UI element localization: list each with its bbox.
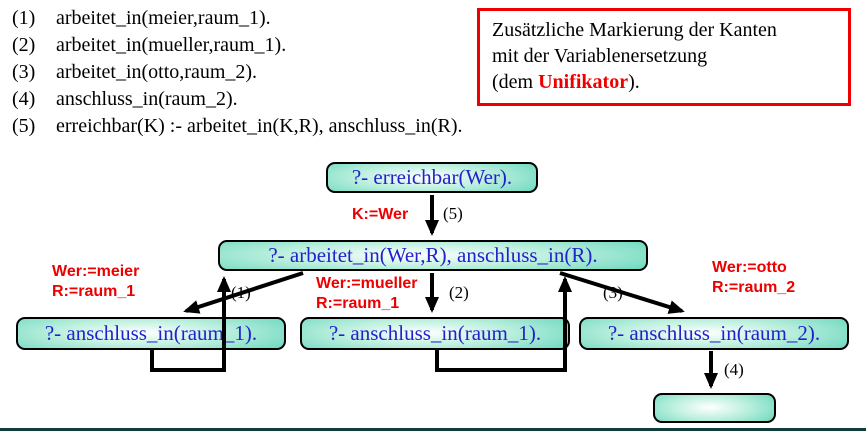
annotation-line-3-suffix: ).	[628, 71, 640, 93]
edge-5-substitution: K:=Wer	[352, 206, 409, 223]
edge-1-number: (1)	[231, 283, 251, 302]
slide-bottom-rule	[0, 428, 866, 431]
edge-3-number: (3)	[603, 283, 623, 302]
annotation-line-2: mit der Variablenersetzung	[492, 45, 708, 67]
node-resolved-goal: ?- arbeitet_in(Wer,R), anschluss_in(R).	[218, 240, 648, 271]
clause-row: (3) arbeitet_in(otto,raum_2).	[12, 59, 463, 86]
clause-number: (3)	[12, 61, 36, 83]
clause-text: erreichbar(K) :- arbeitet_in(K,R), ansch…	[56, 115, 463, 137]
clause-text: arbeitet_in(meier,raum_1).	[56, 7, 271, 29]
edge-5-number: (5)	[443, 204, 463, 223]
clause-text: anschluss_in(raum_2).	[56, 88, 238, 110]
edge-1-substitution: Wer:=meier R:=raum_1	[52, 262, 139, 302]
annotation-line-3-prefix: (dem	[492, 71, 539, 93]
node-empty-clause	[653, 393, 776, 423]
clause-row: (4) anschluss_in(raum_2).	[12, 86, 463, 113]
edge-2-substitution: Wer:=mueller R:=raum_1	[316, 274, 418, 314]
clause-number: (5)	[12, 115, 36, 137]
substitution-line: Wer:=mueller	[316, 275, 418, 292]
clause-list: (1) arbeitet_in(meier,raum_1). (2) arbei…	[12, 5, 463, 140]
substitution-line: R:=raum_1	[316, 295, 400, 312]
clause-row: (5) erreichbar(K) :- arbeitet_in(K,R), a…	[12, 113, 463, 140]
clause-number: (4)	[12, 88, 36, 110]
clause-text: arbeitet_in(mueller,raum_1).	[56, 34, 287, 56]
substitution-line: R:=raum_2	[712, 279, 796, 296]
node-subgoal-2: ?- anschluss_in(raum_1).	[300, 317, 570, 350]
node-subgoal-1: ?- anschluss_in(raum_1).	[16, 317, 286, 350]
annotation-box: Zusätzliche Markierung der Kanten mit de…	[477, 8, 851, 106]
clause-text: arbeitet_in(otto,raum_2).	[56, 61, 258, 83]
clause-row: (1) arbeitet_in(meier,raum_1).	[12, 5, 463, 32]
node-root-goal: ?- erreichbar(Wer).	[326, 162, 538, 193]
annotation-line-1: Zusätzliche Markierung der Kanten	[492, 19, 777, 41]
clause-number: (2)	[12, 34, 36, 56]
clause-row: (2) arbeitet_in(mueller,raum_1).	[12, 32, 463, 59]
edge-3-substitution: Wer:=otto R:=raum_2	[712, 258, 795, 298]
annotation-line-3: (dem Unifikator).	[492, 69, 838, 95]
node-subgoal-3: ?- anschluss_in(raum_2).	[579, 317, 849, 350]
clause-number: (1)	[12, 7, 36, 29]
unifikator-highlight: Unifikator	[538, 71, 629, 93]
edge-4-number: (4)	[724, 360, 744, 379]
substitution-line: Wer:=meier	[52, 263, 140, 280]
edge-2-number: (2)	[449, 283, 469, 302]
substitution-line: Wer:=otto	[712, 259, 787, 276]
substitution-line: R:=raum_1	[52, 283, 136, 300]
